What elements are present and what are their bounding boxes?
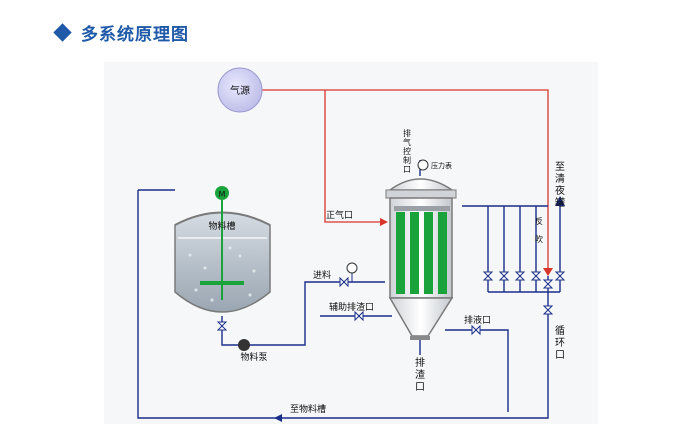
tank-label: 物料槽 <box>208 220 235 232</box>
feed-label: 进料 <box>313 269 331 281</box>
svg-text:夜: 夜 <box>555 184 565 197</box>
filter-element-1 <box>396 212 405 294</box>
tank-outlet-valve <box>216 321 228 331</box>
positive-gas-arrow <box>380 218 388 226</box>
feed-valve <box>339 276 349 288</box>
gas-arrow <box>543 268 553 276</box>
exhaust-control-label: 排 气 控 制 口 <box>403 128 411 174</box>
clear-tank-label: 至 清 夜 罐 <box>555 161 565 209</box>
feed-gauge-icon <box>346 262 358 274</box>
to-tank-label: 至物料槽 <box>290 403 326 415</box>
agitator-blade <box>200 281 244 285</box>
manifold-valve-2 <box>498 271 510 281</box>
svg-text:口: 口 <box>555 350 565 361</box>
manifold-valve-1 <box>482 271 494 281</box>
svg-text:排: 排 <box>403 128 411 138</box>
svg-text:渣: 渣 <box>415 368 425 381</box>
page-title: 多系统原理图 <box>81 24 189 45</box>
bubbles <box>188 246 256 302</box>
backflush-label: 反 吹 <box>535 216 543 244</box>
svg-text:环: 环 <box>555 338 565 349</box>
aux-drain-label: 辅助排渣口 <box>329 301 374 313</box>
manifold-valve-3 <box>514 271 526 281</box>
svg-text:口: 口 <box>415 382 425 393</box>
loop-label: 循 环 口 <box>555 324 565 361</box>
gas-lines <box>262 89 553 276</box>
svg-text:至: 至 <box>555 161 565 173</box>
return-arrow <box>274 414 282 422</box>
aux-drain-valve <box>354 310 364 322</box>
pressure-gauge-label: 压力表 <box>431 161 452 170</box>
svg-text:制: 制 <box>403 155 411 165</box>
filter-element-4 <box>438 212 447 294</box>
feed-pipe <box>221 281 385 346</box>
branch-lines <box>487 206 537 292</box>
svg-text:清: 清 <box>555 172 565 185</box>
svg-text:排: 排 <box>415 356 425 369</box>
svg-text:控: 控 <box>403 146 411 156</box>
svg-text:气: 气 <box>403 137 411 147</box>
slag-label: 排 渣 口 <box>415 356 425 393</box>
drain-valve <box>471 324 481 336</box>
filter-vessel <box>385 178 457 340</box>
gas-valve <box>542 279 554 289</box>
manifold-valves <box>482 271 566 315</box>
gas-line-main <box>262 89 549 275</box>
return-loop-pipe <box>137 190 549 419</box>
loop-valve <box>542 305 554 315</box>
slag-flange <box>410 336 430 340</box>
title-bar: 多系统原理图 <box>53 20 189 45</box>
gas-line-positive <box>324 90 385 223</box>
gas-source-circle <box>217 67 263 113</box>
motor-label: M <box>219 190 226 199</box>
clear-tank-valve <box>554 271 566 281</box>
material-tank <box>174 200 271 313</box>
svg-text:口: 口 <box>403 165 411 174</box>
pump-label: 物料泵 <box>240 351 267 363</box>
svg-text:反: 反 <box>535 216 543 226</box>
tube-sheet <box>394 206 450 211</box>
filter-element-3 <box>424 212 433 294</box>
svg-text:罐: 罐 <box>555 196 565 209</box>
pressure-gauge-icon <box>417 159 429 171</box>
clear-tank-arrow <box>555 196 565 206</box>
vessel-flange <box>385 189 457 199</box>
drain-pipe <box>445 329 509 412</box>
svg-text:循: 循 <box>555 324 565 337</box>
drain-label: 排液口 <box>464 314 491 326</box>
svg-text:吹: 吹 <box>535 234 543 244</box>
manifold-valve-4 <box>530 271 542 281</box>
positive-gas-label: 正气口 <box>326 209 353 221</box>
motor-icon <box>215 186 229 200</box>
pump-icon <box>238 339 250 351</box>
filter-element-2 <box>410 212 419 294</box>
gas-source-label: 气源 <box>230 84 250 97</box>
